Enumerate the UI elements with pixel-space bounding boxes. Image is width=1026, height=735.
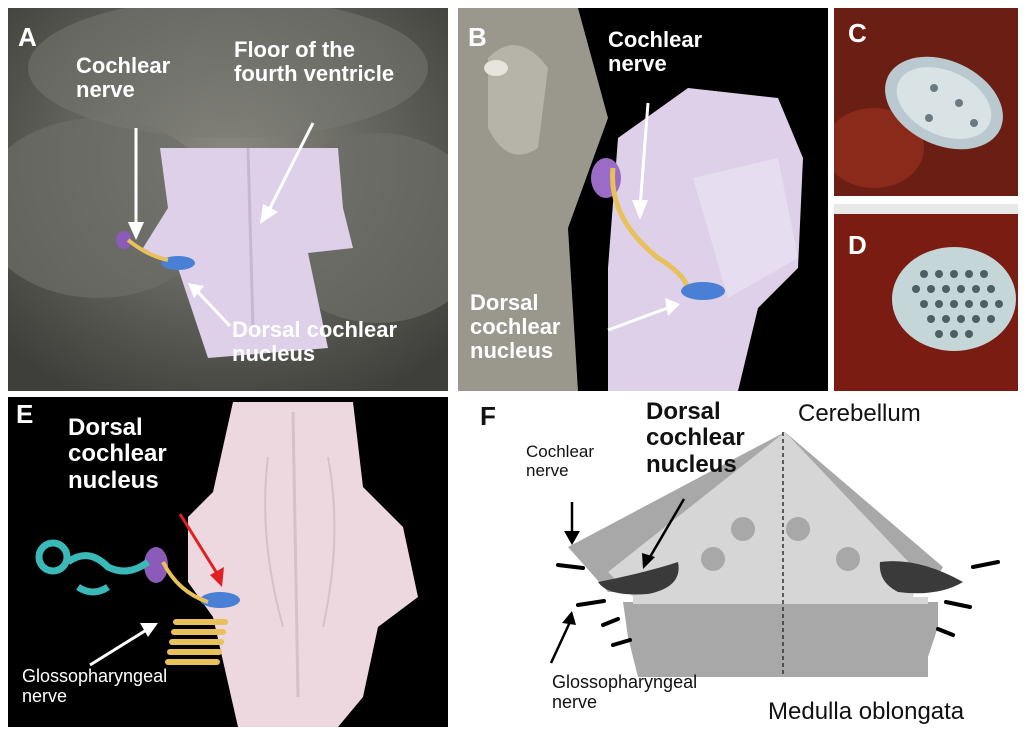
medulla-shape	[623, 602, 938, 677]
panel-b: B Cochlear nerve Dorsal cochlear nucleus	[458, 8, 828, 391]
dorsal-cochlear-nucleus-label: Dorsal cochlear nucleus	[68, 415, 167, 494]
cerebellum-label: Cerebellum	[798, 401, 921, 427]
cerebellum-spot	[701, 547, 725, 571]
floor-fourth-ventricle-label: Floor of the fourth ventricle	[234, 38, 394, 86]
panel-c: C	[834, 8, 1018, 196]
panel-d: D	[834, 204, 1018, 391]
cochlea-shape	[39, 543, 148, 592]
cochlear-nerve-label: Cochlear nerve	[76, 54, 170, 102]
panel-a-letter: A	[18, 22, 37, 53]
panel-d-letter: D	[848, 230, 867, 261]
panel-a: A Cochlear nerve Floor of the fourth ven…	[8, 8, 448, 391]
brainstem-shape	[188, 402, 418, 727]
cerebellum-spot	[836, 547, 860, 571]
glossopharyngeal-nerve-label: Glossopharyngeal nerve	[22, 667, 167, 707]
dorsal-cochlear-nucleus-right-shape	[880, 561, 963, 593]
panel-b-letter: B	[468, 22, 487, 53]
cerebellum-spot	[731, 517, 755, 541]
dorsal-cochlear-nucleus-shape	[681, 282, 725, 300]
dorsal-cochlear-nucleus-label: Dorsal cochlear nucleus	[646, 399, 745, 478]
panel-f: F Dorsal cochlear nucleus Cerebellum Coc…	[458, 397, 1018, 727]
panel-f-letter: F	[480, 401, 496, 432]
glossopharyngeal-nerve-label: Glossopharyngeal nerve	[552, 673, 697, 713]
cerebellum-spot	[786, 517, 810, 541]
dorsal-cochlear-nucleus-label: Dorsal cochlear nucleus	[470, 291, 561, 364]
panel-e: E Dorsal cochlear nucleus Glossopharynge…	[8, 397, 448, 727]
cochlear-nerve-label: Cochlear nerve	[526, 443, 594, 480]
dorsal-cochlear-nucleus-label: Dorsal cochlear nucleus	[232, 318, 397, 366]
panel-c-letter: C	[848, 18, 867, 49]
cochlear-nerve-label: Cochlear nerve	[608, 28, 702, 76]
panel-e-letter: E	[16, 399, 33, 430]
medulla-oblongata-label: Medulla oblongata	[768, 699, 964, 725]
